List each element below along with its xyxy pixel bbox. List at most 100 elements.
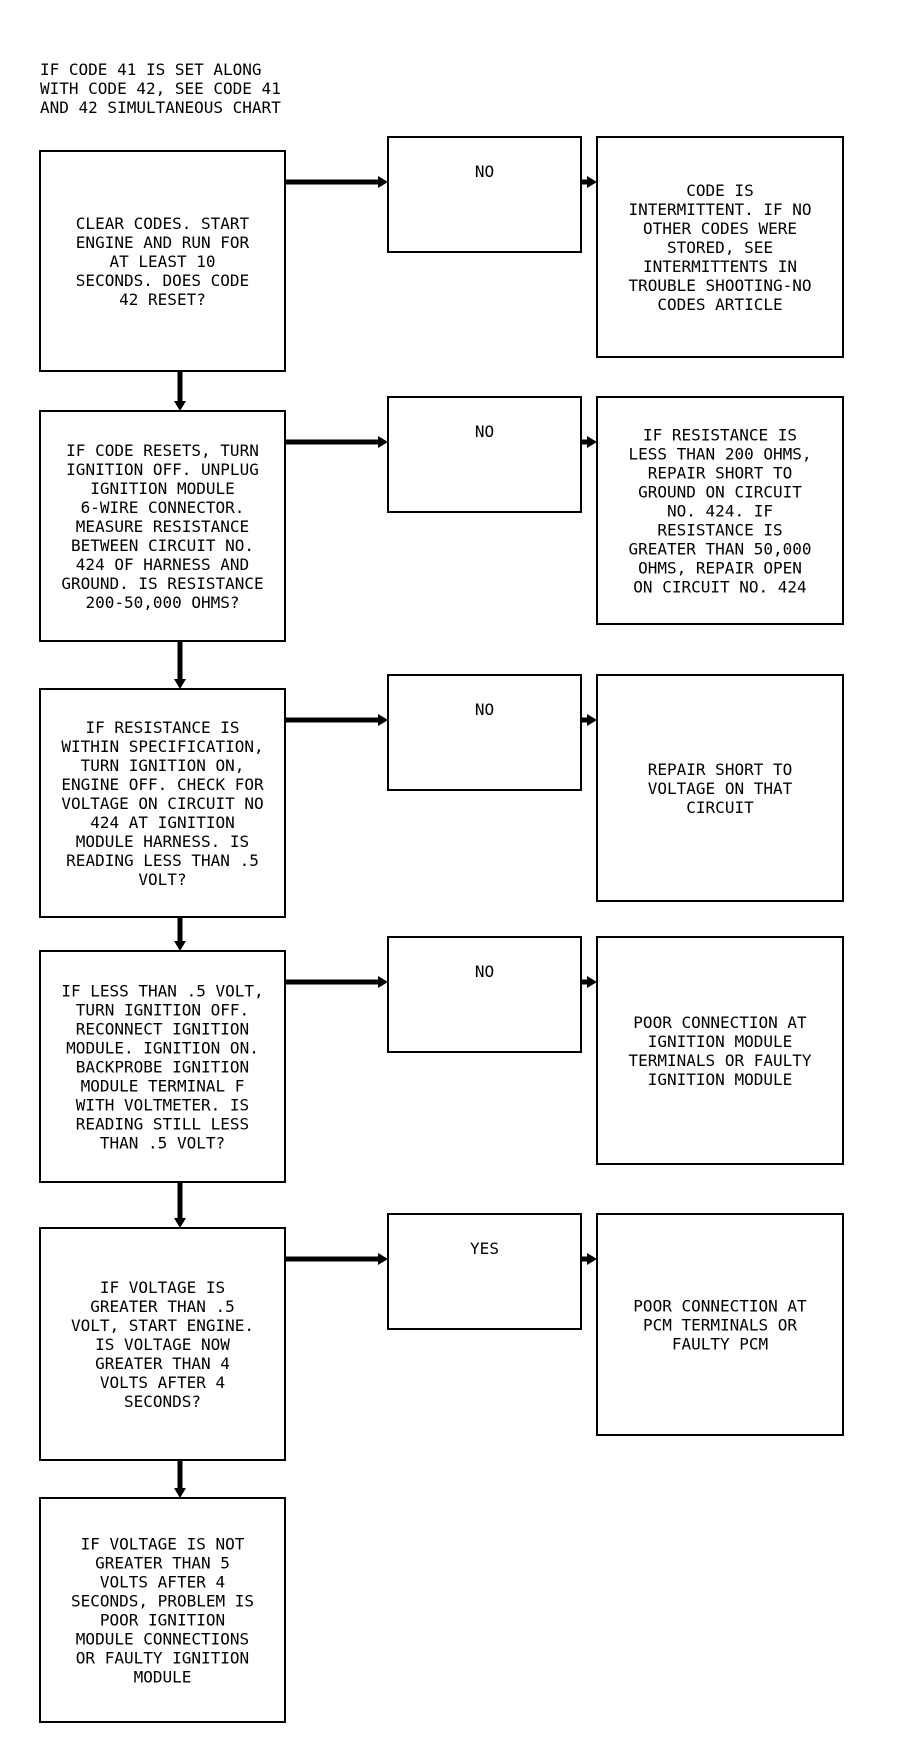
answer-box [387,396,582,513]
question-text-line: 200-50,000 OHMS? [85,593,239,612]
question-text-line: VOLT, START ENGINE. [71,1316,254,1335]
question-text-line: WITH VOLTMETER. IS [76,1096,249,1115]
question-text-line: TURN IGNITION OFF. [76,1001,249,1020]
result-box [596,674,844,902]
arrow-to-answer-head [378,436,388,448]
answer-box [387,936,582,1053]
arrow-to-result-head [587,976,597,988]
result-text-line: POOR CONNECTION AT [633,1013,807,1032]
result-text-line: IGNITION MODULE [648,1032,793,1051]
arrow-to-answer-head [378,976,388,988]
answer-text-line: NO [475,962,494,981]
result-text-line: TERMINALS OR FAULTY [628,1051,811,1070]
question-text-line: WITHIN SPECIFICATION, [61,737,263,756]
final-text-line: GREATER THAN 5 [95,1554,230,1573]
arrow-to-result-head [587,1253,597,1265]
result-text-line: INTERMITTENT. IF NO [628,200,811,219]
question-text-line: CLEAR CODES. START [76,214,250,233]
question-text-line: IF RESISTANCE IS [85,718,239,737]
result-text-line: IF RESISTANCE IS [643,426,797,445]
result-box [596,136,844,358]
question-text-line: IGNITION MODULE [90,479,235,498]
question-text-line: AT LEAST 10 [110,252,216,271]
top-note-line: IF CODE 41 IS SET ALONG [40,60,262,79]
arrow-to-result-head [587,176,597,188]
arrow-to-answer-head [378,1253,388,1265]
answer-text: NO [475,422,494,441]
arrow-to-result-head [587,436,597,448]
question-text-line: GREATER THAN .5 [90,1297,235,1316]
result-text-line: VOLTAGE ON THAT [648,779,793,798]
arrow-down-head [174,679,186,689]
question-text-line: GROUND. IS RESISTANCE [61,574,263,593]
answer-text-line: NO [475,700,494,719]
question-text-line: ENGINE OFF. CHECK FOR [61,775,264,794]
question-text-line: VOLTAGE ON CIRCUIT NO [61,794,263,813]
question-text-line: BACKPROBE IGNITION [76,1058,249,1077]
result-box [596,1213,844,1436]
result-text-line: REPAIR SHORT TO [648,464,793,483]
result-text-line: POOR CONNECTION AT [633,1297,807,1316]
question-text-line: THAN .5 VOLT? [100,1134,225,1153]
arrow-down-head [174,1218,186,1228]
question-text-line: ENGINE AND RUN FOR [76,233,250,252]
result-text-line: GREATER THAN 50,000 [628,540,811,559]
final-text-line: VOLTS AFTER 4 [100,1573,225,1592]
question-text-line: IF CODE RESETS, TURN [66,441,259,460]
answer-box [387,674,582,791]
question-text-line: BETWEEN CIRCUIT NO. [71,536,254,555]
answer-text: NO [475,162,494,181]
final-text-line: MODULE [134,1668,192,1687]
question-text-line: READING LESS THAN .5 [66,851,259,870]
answer-box [387,136,582,253]
final-text-line: IF VOLTAGE IS NOT [81,1535,245,1554]
result-text-line: OTHER CODES WERE [643,219,797,238]
question-text-line: RECONNECT IGNITION [76,1020,249,1039]
final-text-line: MODULE CONNECTIONS [76,1630,249,1649]
answer-box [387,1213,582,1330]
final-text-line: POOR IGNITION [100,1611,225,1630]
result-text-line: CODE IS [686,181,753,200]
question-text-line: 6-WIRE CONNECTOR. [81,498,245,517]
answer-text: NO [475,700,494,719]
question-text-line: 42 RESET? [119,290,206,309]
result-text-line: REPAIR SHORT TO [648,760,793,779]
arrow-to-answer-head [378,714,388,726]
result-text-line: NO. 424. IF [667,502,773,521]
question-text-line: VOLT? [138,870,186,889]
question-box [39,688,286,918]
question-text-line: IS VOLTAGE NOW [95,1335,230,1354]
result-text-line: FAULTY PCM [672,1335,768,1354]
result-box [596,396,844,625]
question-text-line: GREATER THAN 4 [95,1354,230,1373]
question-text-line: MODULE HARNESS. IS [76,832,249,851]
question-text-line: IGNITION OFF. UNPLUG [66,460,259,479]
result-text-line: OHMS, REPAIR OPEN [638,559,802,578]
question-box [39,150,286,372]
question-box [39,1227,286,1461]
question-text-line: VOLTS AFTER 4 [100,1373,225,1392]
answer-text-line: NO [475,162,494,181]
arrow-down-head [174,941,186,951]
result-text-line: CIRCUIT [686,798,754,817]
result-text-line: STORED, SEE [667,238,773,257]
result-text-line: LESS THAN 200 OHMS, [628,445,811,464]
arrow-down-head [174,401,186,411]
result-text-line: IGNITION MODULE [648,1070,793,1089]
result-text-line: GROUND ON CIRCUIT [638,483,802,502]
final-box [39,1497,286,1723]
question-text-line: MODULE TERMINAL F [81,1077,245,1096]
result-text-line: TROUBLE SHOOTING-NO [628,276,811,295]
question-text-line: READING STILL LESS [76,1115,249,1134]
final-text-line: SECONDS, PROBLEM IS [71,1592,254,1611]
question-text-line: IF LESS THAN .5 VOLT, [61,982,263,1001]
